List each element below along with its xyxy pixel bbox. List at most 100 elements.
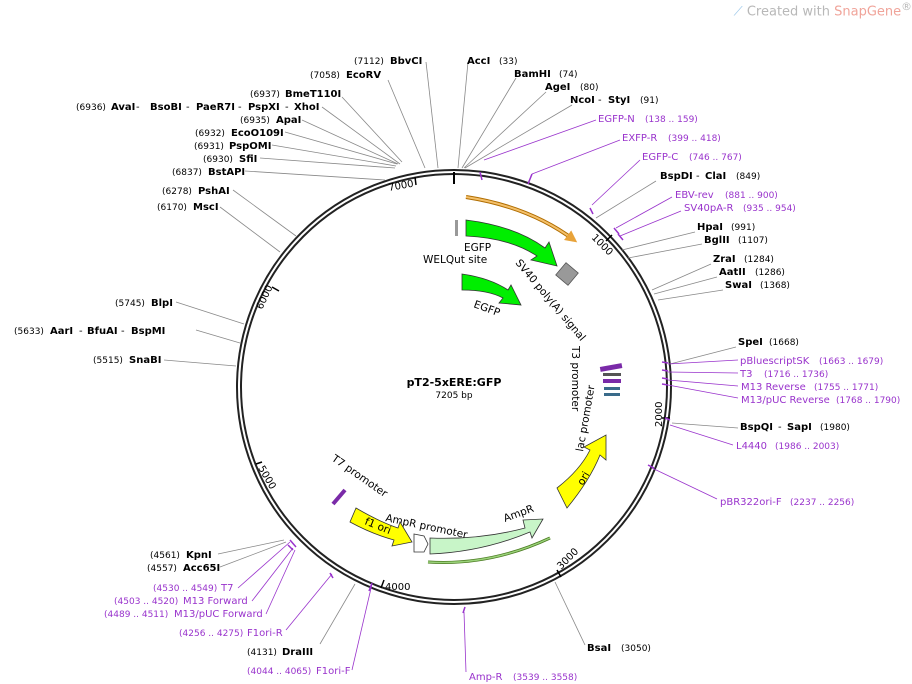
brand-mark: ® <box>901 0 912 13</box>
svg-text:-: - <box>778 422 782 433</box>
primer-leader-lines <box>237 119 739 673</box>
svg-text:(5633): (5633) <box>14 327 44 337</box>
svg-text:(138 .. 159): (138 .. 159) <box>645 115 698 125</box>
svg-text:BmeT110I: BmeT110I <box>285 89 341 100</box>
site-msci: (6170) MscI <box>157 202 219 213</box>
svg-text:(881 .. 900): (881 .. 900) <box>725 191 778 201</box>
tick-5000: 5000 <box>255 461 278 492</box>
svg-text:BspQI: BspQI <box>740 422 773 433</box>
site-hpai: HpaI (991) <box>697 222 755 233</box>
svg-text:(1980): (1980) <box>820 423 850 433</box>
svg-text:ApaI: ApaI <box>276 115 301 126</box>
svg-text:(2237 .. 2256): (2237 .. 2256) <box>790 498 854 508</box>
primer-ebv-rev: EBV-rev (881 .. 900) <box>675 190 778 201</box>
lac-mark <box>604 387 620 390</box>
svg-text:-: - <box>285 102 289 113</box>
site-bmet110i: (6937) BmeT110I <box>250 89 341 100</box>
ori-arrow <box>556 434 607 509</box>
svg-text:-: - <box>79 326 83 337</box>
primer-egfp-n: EGFP-N (138 .. 159) <box>598 114 698 125</box>
site-bsai: BsaI (3050) <box>587 643 651 654</box>
svg-text:(4044 .. 4065): (4044 .. 4065) <box>247 667 311 677</box>
ampr-promoter-arrow <box>413 533 429 553</box>
svg-text:(6936): (6936) <box>76 103 106 113</box>
svg-text:(74): (74) <box>559 70 577 80</box>
primer-pbr322ori-f: pBR322ori-F (2237 .. 2256) <box>720 497 854 508</box>
svg-text:EcoRV: EcoRV <box>346 70 381 81</box>
svg-text:-: - <box>598 95 602 106</box>
svg-text:SpeI: SpeI <box>738 337 763 348</box>
primer-pbluescriptsk: pBluescriptSK (1663 .. 1679) <box>740 356 883 367</box>
svg-text:(849): (849) <box>736 172 760 182</box>
svg-text:AatII: AatII <box>719 267 746 278</box>
egfp-outer-arrow <box>465 219 558 267</box>
site-aari-group: (5633) AarI - BfuAI - BspMI <box>14 326 165 337</box>
svg-text:(399 .. 418): (399 .. 418) <box>668 134 721 144</box>
snapgene-logo-icon: ⟋ <box>733 4 747 20</box>
svg-text:ClaI: ClaI <box>705 171 726 182</box>
tick-4000: 4000 <box>380 579 410 593</box>
svg-text:(1368): (1368) <box>760 281 790 291</box>
svg-text:(7058): (7058) <box>310 71 340 81</box>
primer-m13-forward: (4503 .. 4520) M13 Forward <box>114 596 248 607</box>
svg-text:(1668): (1668) <box>769 338 799 348</box>
svg-text:(6170): (6170) <box>157 203 187 213</box>
svg-text:(6937): (6937) <box>250 90 280 100</box>
primer-m13-reverse: M13 Reverse (1755 .. 1771) <box>741 382 878 393</box>
plasmid-name: pT2-5xERE:GFP <box>407 376 502 389</box>
svg-text:AarI: AarI <box>50 326 73 337</box>
svg-text:F1ori-F: F1ori-F <box>316 666 351 677</box>
site-ecoo109i: (6932) EcoO109I <box>195 128 284 139</box>
svg-text:(4561): (4561) <box>150 551 180 561</box>
welqut-site-mark <box>455 220 458 236</box>
site-draiii: (4131) DraIII <box>247 647 313 658</box>
t3-promoter-mark <box>603 373 621 376</box>
svg-text:BlpI: BlpI <box>151 298 173 309</box>
svg-text:(6931): (6931) <box>194 142 224 152</box>
svg-text:BsaI: BsaI <box>587 643 611 654</box>
svg-text:DraIII: DraIII <box>282 647 313 658</box>
svg-text:BbvCI: BbvCI <box>390 56 422 67</box>
svg-text:BstAPI: BstAPI <box>208 167 245 178</box>
lac-mark-2 <box>604 393 620 396</box>
ampr-dark-arc-fill <box>427 537 551 564</box>
svg-text:-: - <box>186 102 190 113</box>
svg-text:NcoI: NcoI <box>570 95 595 106</box>
svg-text:(1663 .. 1679): (1663 .. 1679) <box>819 357 883 367</box>
svg-text:EGFP-C: EGFP-C <box>642 152 678 163</box>
site-blpi: (5745) BlpI <box>115 298 173 309</box>
svg-text:L4440: L4440 <box>736 441 767 452</box>
tick-7000: 7000 <box>388 176 417 194</box>
site-leader-lines <box>163 61 739 646</box>
site-bbvci: (7112) BbvCI <box>354 56 422 67</box>
svg-text:(1986 .. 2003): (1986 .. 2003) <box>775 442 839 452</box>
primer-f1ori-r: (4256 .. 4275) F1ori-R <box>179 628 283 639</box>
tick-6000: 6000 <box>255 284 280 312</box>
svg-text:M13 Reverse: M13 Reverse <box>741 382 806 393</box>
snapgene-watermark: ⟋ Created with SnapGene® <box>734 0 912 19</box>
svg-text:pBR322ori-F: pBR322ori-F <box>720 497 782 508</box>
svg-text:BfuAI: BfuAI <box>87 326 118 337</box>
tick-label: 7000 <box>388 179 415 194</box>
tick-label: 5000 <box>255 464 277 492</box>
t7-promoter-mark <box>331 488 347 506</box>
tick-label: 6000 <box>255 284 276 312</box>
svg-text:(4256 .. 4275): (4256 .. 4275) <box>179 629 243 639</box>
backbone-outer <box>236 169 672 605</box>
site-sfii: (6930) SfiI <box>203 154 257 165</box>
egfp-orange-arc-fill <box>465 196 578 243</box>
svg-text:AccI: AccI <box>467 56 490 67</box>
site-kpni: (4561) KpnI <box>150 550 212 561</box>
svg-text:BsoBI: BsoBI <box>150 102 182 113</box>
site-bamhi: BamHI (74) <box>514 69 577 80</box>
site-pspomi: (6931) PspOMI <box>194 141 271 152</box>
svg-text:HpaI: HpaI <box>697 222 723 233</box>
svg-text:(1284): (1284) <box>744 255 774 265</box>
primer-t3: T3 (1716 .. 1736) <box>739 369 828 380</box>
svg-text:BspDI: BspDI <box>660 171 693 182</box>
svg-text:(1755 .. 1771): (1755 .. 1771) <box>814 383 878 393</box>
primer-exfp-r: EXFP-R (399 .. 418) <box>622 133 721 144</box>
svg-text:F1ori-R: F1ori-R <box>247 628 283 639</box>
svg-text:pBluescriptSK: pBluescriptSK <box>740 356 810 367</box>
site-ncoi-group: NcoI - StyI (91) <box>570 95 658 106</box>
